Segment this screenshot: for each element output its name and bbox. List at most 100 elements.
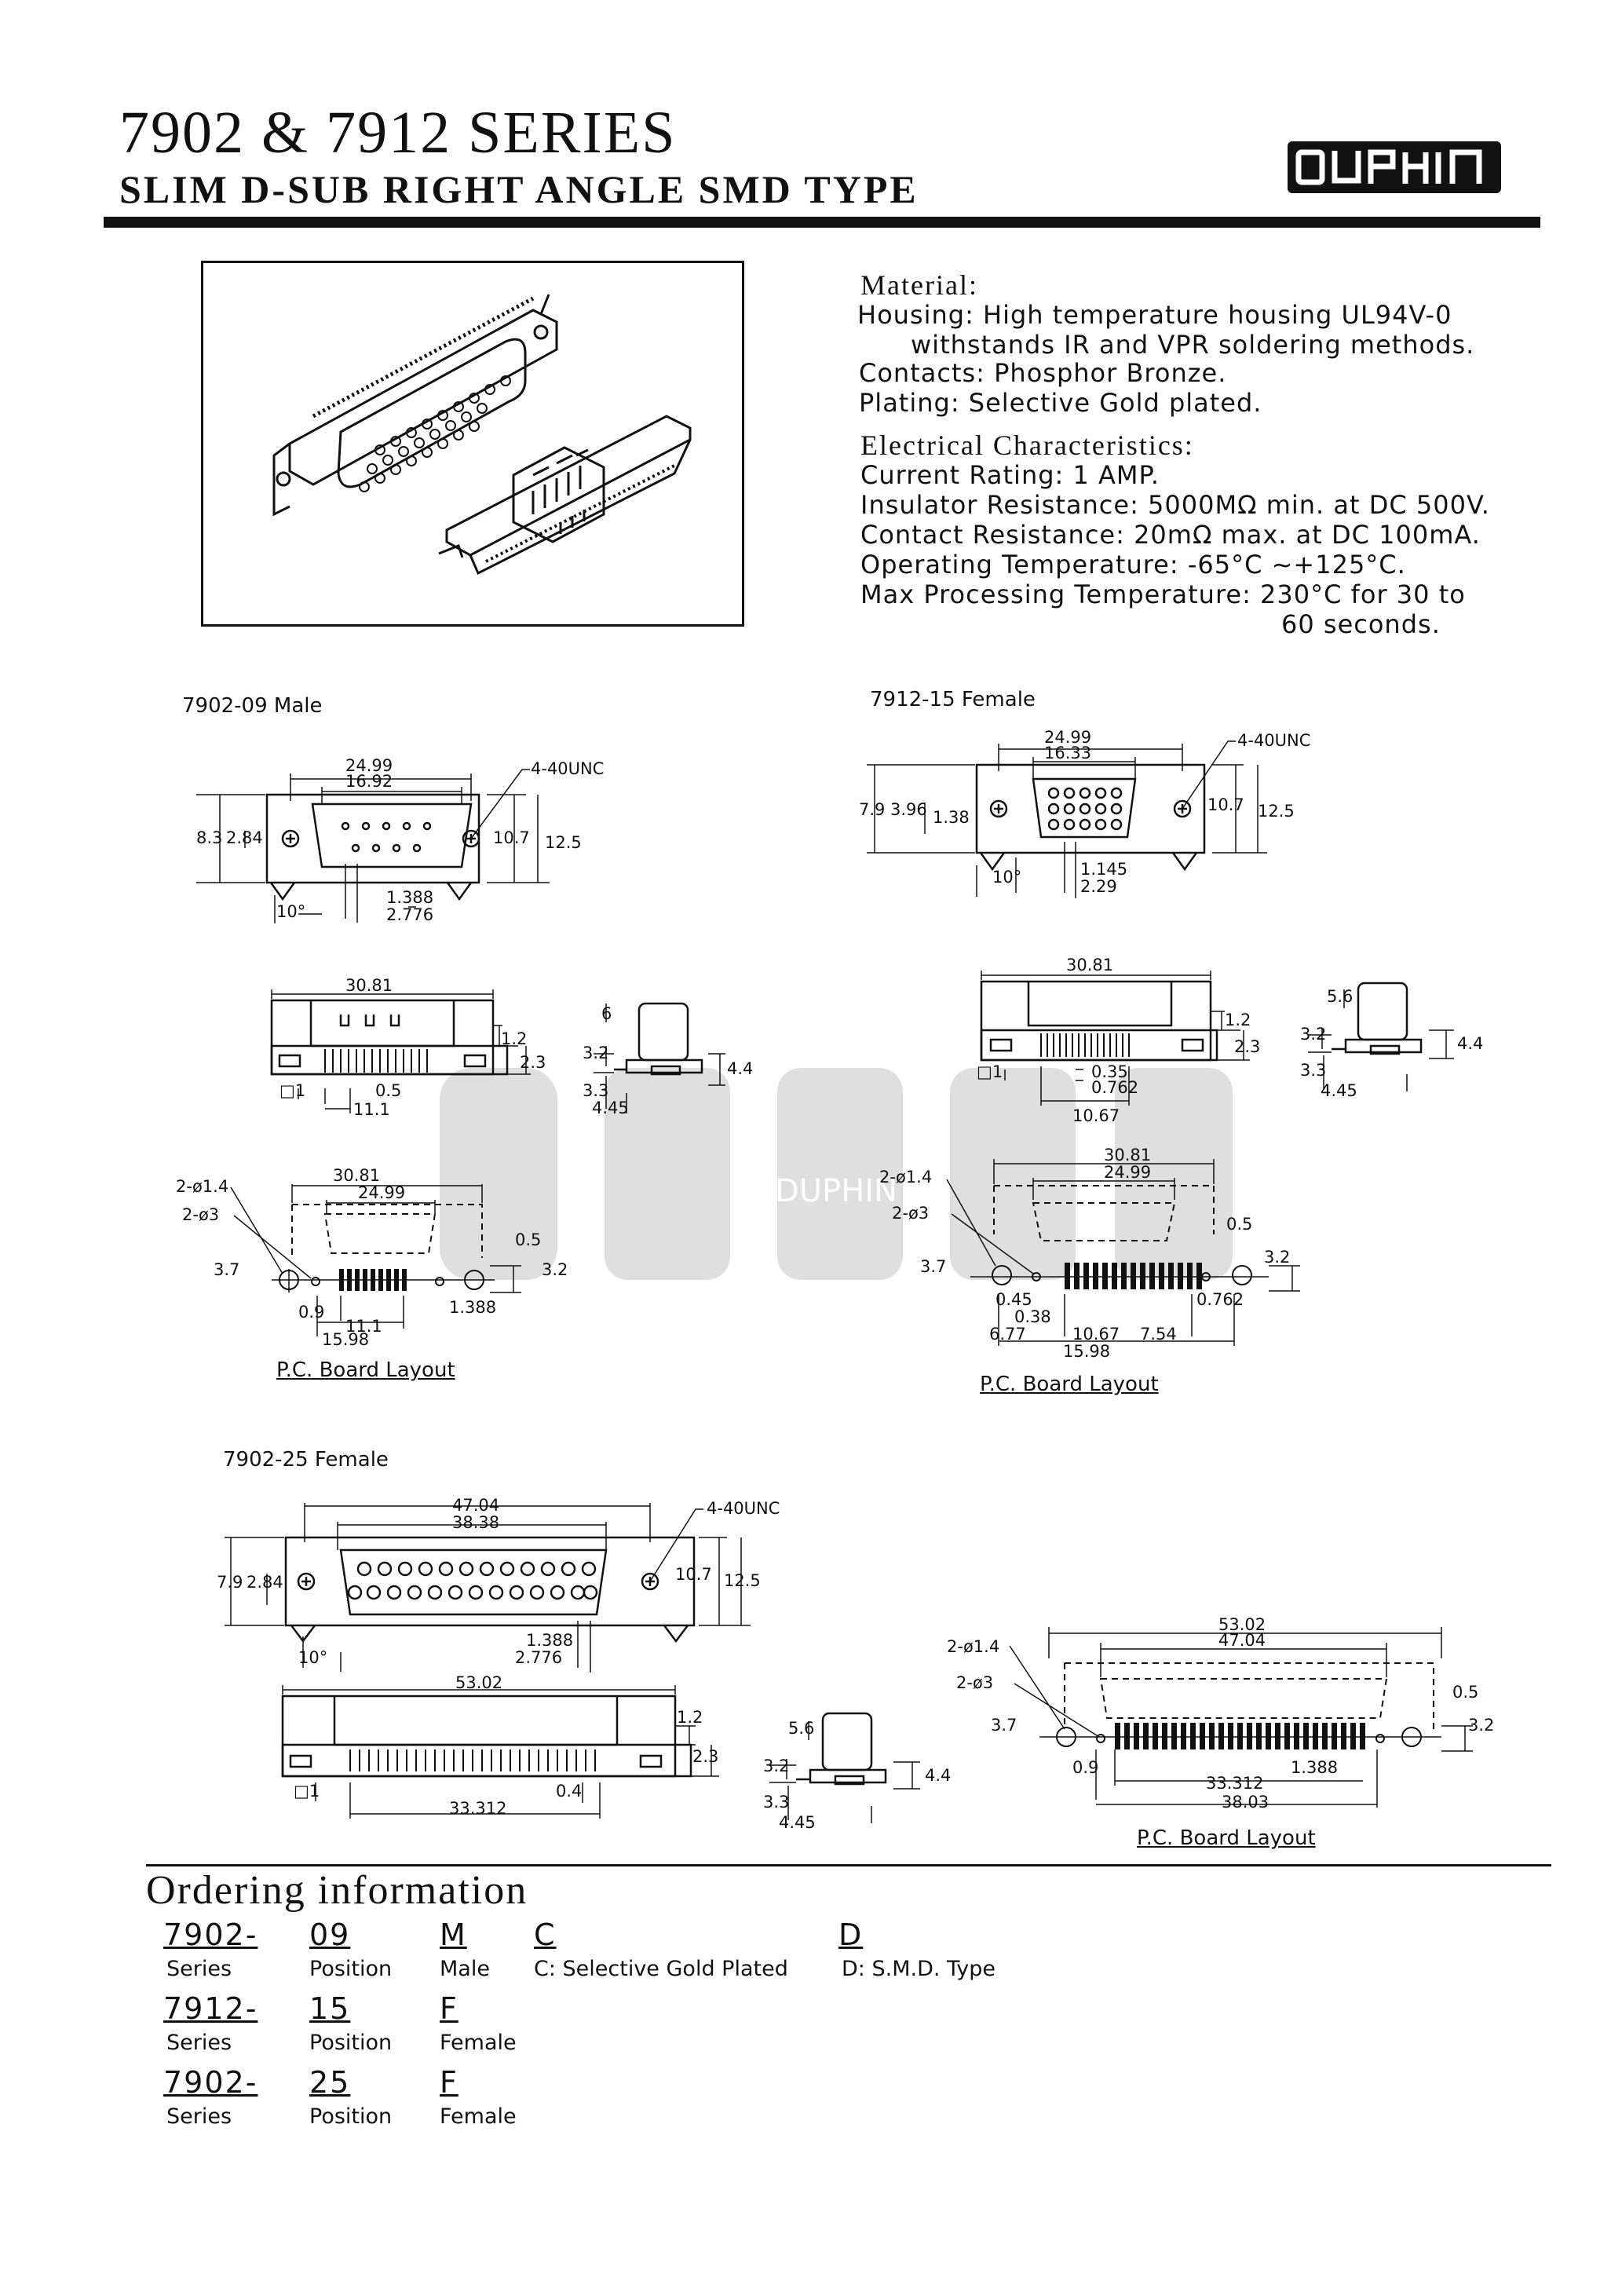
d8-dim-c: 3.2 [1264, 1248, 1290, 1267]
d8-dim-f: 0.38 [1014, 1307, 1051, 1326]
d7-dim-g: 15.98 [322, 1330, 370, 1349]
current-label: Current Rating: [860, 460, 1065, 490]
order-series-3: 7902- [163, 2065, 258, 2100]
contact-res-value: 20mΩ max. at DC 100mA. [1134, 520, 1481, 550]
d12-dim-w1: 53.02 [1218, 1615, 1266, 1634]
operating-value: -65°C ~+125°C. [1187, 550, 1406, 579]
d3-dim-c: 0.5 [375, 1081, 401, 1100]
d1-dim-angle: 10° [276, 902, 305, 921]
d11-dim-d: 3.3 [763, 1793, 789, 1812]
d2-dim-a: 24.99 [1044, 728, 1091, 747]
order-gender-label-2: Female [440, 2031, 517, 2055]
d4-dim-c: 4.4 [727, 1059, 753, 1078]
operating-label: Operating Temperature: [860, 550, 1179, 579]
d12-dim-c: 3.2 [1468, 1716, 1494, 1735]
d12-pad-row [1115, 1723, 1365, 1749]
d9-dim-h1: 7.9 [217, 1573, 243, 1592]
d2-caption: 7912-15 Female [870, 688, 1036, 711]
d5-dim-d: 0.762 [1091, 1078, 1138, 1097]
d9-dim-thread: 4-40UNC [707, 1499, 780, 1518]
d10-dim-c: 0.4 [556, 1782, 582, 1801]
d8-dim-g: 6.77 [989, 1325, 1026, 1344]
max-processing-spec: Max Processing Temperature: 230°C for 30… [860, 579, 1466, 609]
d8-pcb-layout: 30.81 24.99 2-ø1.4 2-ø3 0.5 3.7 3.2 0.45… [879, 1146, 1300, 1361]
order-position-3: 25 [309, 2065, 351, 2100]
max-proc-label: Max Processing Temperature: [860, 579, 1251, 609]
order-position-label-3: Position [309, 2104, 393, 2129]
d3-side-view: 30.81 1.2 2.3 □1 0.5 11.1 [270, 976, 546, 1119]
d2-front-view: 24.99 16.33 4-40UNC 7.9 3.96 1.38 10.7 1… [859, 728, 1310, 898]
d10-dim-d: 33.312 [449, 1799, 506, 1818]
d12-dim-e: 1.388 [1291, 1758, 1338, 1777]
d2-dim-h5: 12.5 [1258, 802, 1295, 821]
insulator-label: Insulator Resistance: [860, 490, 1139, 520]
d12-dim-h1: 2-ø1.4 [947, 1637, 999, 1656]
connector-illustration [272, 294, 692, 576]
insulator-value: 5000MΩ min. at DC 500V. [1148, 490, 1490, 520]
d6-end-view: 5.6 3.2 4.4 3.3 4.45 [1300, 982, 1483, 1100]
d12-dim-g: 38.03 [1222, 1793, 1269, 1812]
d1-dim-p1: 1.388 [386, 888, 433, 907]
current-value: 1 AMP. [1072, 460, 1160, 490]
d11-dim-e: 4.45 [779, 1813, 816, 1832]
order-position-label-2: Position [309, 2031, 393, 2055]
d10-side-view: 53.02 1.2 2.3 □1 0.4 33.312 [281, 1673, 719, 1819]
d2-dim-thread: 4-40UNC [1237, 731, 1310, 750]
d10-dim-b: □1 [294, 1782, 320, 1801]
d8-dim-e: 0.762 [1196, 1290, 1244, 1309]
order-gender-label-1: Male [440, 1957, 490, 1981]
d9-dim-h4: 12.5 [724, 1571, 761, 1590]
d6-dim-d: 3.3 [1300, 1061, 1326, 1080]
d1-caption: 7902-09 Male [182, 694, 323, 718]
order-type-label-1: D: S.M.D. Type [842, 1957, 996, 1981]
page-subtitle: SLIM D-SUB RIGHT ANGLE SMD TYPE [119, 167, 919, 211]
current-spec: Current Rating: 1 AMP. [860, 460, 1160, 490]
d10-dim-h2: 2.3 [692, 1747, 718, 1766]
d11-end-view: 5.6 3.2 4.4 3.3 4.45 [763, 1712, 951, 1832]
d11-dim-a: 5.6 [788, 1719, 814, 1738]
d1-dim-h1: 8.3 [196, 828, 222, 847]
contact-res-label: Contact Resistance: [860, 520, 1125, 550]
operating-temp-spec: Operating Temperature: -65°C ~+125°C. [860, 550, 1406, 579]
d8-dim-b: 3.7 [920, 1257, 946, 1276]
d9-caption: 7902-25 Female [223, 1448, 389, 1472]
d7-pcb-layout: 30.81 24.99 2-ø1.4 2-ø3 0.5 3.7 3.2 0.9 … [176, 1166, 568, 1336]
d3-dim-w: 30.81 [345, 976, 393, 995]
d1-dim-a: 24.99 [345, 756, 393, 775]
order-plating-1: C [534, 1918, 557, 1952]
order-plating-label-1: C: Selective Gold Plated [534, 1957, 788, 1981]
ordering-rule [146, 1864, 1551, 1866]
brand-logo [1288, 141, 1501, 193]
max-proc-value: 230°C for 30 to [1260, 579, 1466, 609]
d6-dim-a: 5.6 [1327, 987, 1353, 1006]
d9-dim-h3: 10.7 [675, 1565, 712, 1584]
order-series-1: 7902- [163, 1918, 258, 1952]
d6-dim-b: 3.2 [1300, 1025, 1326, 1044]
watermark-text: DUPHIN [775, 1173, 897, 1209]
d12-dim-w2: 47.04 [1218, 1631, 1266, 1650]
d8-caption: P.C. Board Layout [980, 1373, 1159, 1396]
ordering-heading: Ordering information [146, 1868, 528, 1913]
plating-label: Plating: [859, 388, 960, 418]
order-position-label-1: Position [309, 1957, 393, 1981]
d5-dim-h2: 2.3 [1234, 1037, 1260, 1056]
d5-dim-e: 10.67 [1072, 1106, 1120, 1125]
d8-dim-i: 7.54 [1140, 1325, 1177, 1344]
d9-dim-h2: 2.84 [247, 1573, 283, 1592]
order-gender-2: F [440, 1991, 458, 2026]
contacts-label: Contacts: [859, 358, 985, 388]
d1-dim-h4: 12.5 [545, 833, 582, 852]
d3-dim-h: 1.2 [501, 1029, 527, 1048]
order-position-2: 15 [309, 1991, 351, 2026]
d2-dim-p1: 1.145 [1080, 860, 1127, 879]
housing-value: High temperature housing UL94V-0 [983, 300, 1452, 330]
logo-mark [1295, 149, 1482, 185]
d8-dim-w1: 30.81 [1104, 1146, 1151, 1164]
d9-dim-p1: 1.388 [526, 1631, 573, 1650]
d2-dim-b: 16.33 [1044, 744, 1091, 762]
d7-dim-h2: 2-ø3 [182, 1205, 219, 1224]
d10-dim-h: 1.2 [677, 1708, 703, 1727]
d9-dim-a: 47.04 [452, 1496, 499, 1515]
d12-dim-b: 3.7 [991, 1716, 1017, 1735]
d4-dim-e: 4.45 [592, 1099, 629, 1117]
